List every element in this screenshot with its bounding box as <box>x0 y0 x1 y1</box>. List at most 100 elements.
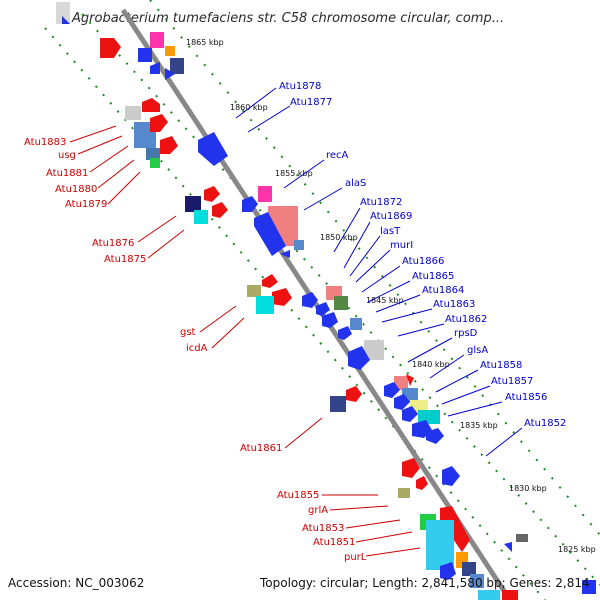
gene-block <box>350 318 362 330</box>
gene-label[interactable]: Atu1883 <box>24 137 66 148</box>
gene-label[interactable]: Atu1858 <box>480 360 522 371</box>
gene-label[interactable]: Atu1878 <box>279 81 321 92</box>
leader-line <box>235 87 277 119</box>
leader-line <box>333 207 361 253</box>
gene-label[interactable]: Atu1865 <box>412 271 454 282</box>
gene-label[interactable]: Atu1856 <box>505 392 547 403</box>
gene-label[interactable]: Atu1863 <box>433 299 475 310</box>
gene-arrow <box>442 466 460 486</box>
leader-line <box>429 354 465 379</box>
gene-label[interactable]: Atu1881 <box>46 168 88 179</box>
reverse-strand-labels: Atu1878 Atu1877 recA alaS Atu1872 Atu186… <box>279 81 566 429</box>
gene-arrow <box>394 394 410 410</box>
gene-label[interactable]: purL <box>344 552 367 563</box>
gene-label[interactable]: Atu1869 <box>370 211 412 222</box>
gene-arrow <box>204 186 220 202</box>
gene-block <box>418 410 440 424</box>
leader-line <box>97 159 135 189</box>
map-footer: Accession: NC_003062 Topology: circular;… <box>8 576 590 590</box>
tick-label: 1840 kbp <box>412 360 450 369</box>
gene-block <box>150 32 164 48</box>
gene-label[interactable]: icdA <box>186 343 208 354</box>
tick-label: 1845 kbp <box>366 296 404 305</box>
gene-block <box>582 580 596 594</box>
tick-label: 1825 kbp <box>558 545 596 554</box>
leader-line <box>343 221 371 269</box>
gene-arrow <box>440 562 456 580</box>
leader-line <box>329 505 389 511</box>
gene-block <box>194 210 208 224</box>
gene-label[interactable]: Atu1855 <box>277 490 319 501</box>
gene-label[interactable]: Atu1875 <box>104 254 146 265</box>
gene-label[interactable]: Atu1861 <box>240 443 282 454</box>
tick-label: 1860 kbp <box>230 103 268 112</box>
gene-arrow <box>150 114 168 132</box>
gene-arrow <box>416 476 428 490</box>
gene-arrow <box>402 406 418 422</box>
gene-label[interactable]: Atu1864 <box>422 285 464 296</box>
gene-label[interactable]: Atu1851 <box>313 537 355 548</box>
gene-block <box>170 58 184 74</box>
leader-line <box>355 531 413 543</box>
leader-line <box>361 265 401 293</box>
gene-label[interactable]: Atu1880 <box>55 184 97 195</box>
gene-arrow <box>302 292 318 308</box>
gene-block <box>462 562 476 576</box>
gene-arrow <box>280 250 290 258</box>
gene-label[interactable]: alaS <box>345 178 366 189</box>
gene-label[interactable]: Atu1872 <box>360 197 402 208</box>
gene-label[interactable]: Atu1852 <box>524 418 566 429</box>
gene-block <box>256 296 274 314</box>
tick-label: 1830 kbp <box>509 484 547 493</box>
gene-label[interactable]: Atu1876 <box>92 238 134 249</box>
gene-arrow <box>142 98 160 112</box>
leader-line <box>365 547 421 557</box>
gene-block <box>258 186 272 202</box>
leader-line <box>355 249 391 283</box>
gene-block <box>470 574 484 588</box>
gene-block <box>330 396 346 412</box>
gene-label[interactable]: Atu1877 <box>290 97 332 108</box>
gene-label[interactable]: Atu1853 <box>302 523 344 534</box>
gene-arrow <box>322 312 338 328</box>
gene-label[interactable]: glsA <box>467 345 488 356</box>
gene-arrow <box>504 542 512 552</box>
leader-line <box>147 229 185 259</box>
gene-label[interactable]: Atu1879 <box>65 199 107 210</box>
gene-label[interactable]: recA <box>326 150 349 161</box>
leader-line <box>381 308 433 323</box>
chromosome-backbone <box>120 8 513 600</box>
leader-line <box>441 385 491 405</box>
gene-label[interactable]: rpsD <box>454 328 478 339</box>
feature-block <box>56 2 70 24</box>
gene-block <box>294 240 304 250</box>
gene-label[interactable]: murI <box>390 240 413 251</box>
gene-label[interactable]: usg <box>58 150 76 161</box>
gene-label[interactable]: Atu1866 <box>402 256 444 267</box>
gene-arrow <box>316 302 330 316</box>
leader-line <box>485 427 523 457</box>
gene-block <box>247 285 261 297</box>
accession-text: Accession: NC_003062 <box>8 576 144 590</box>
leader-line <box>367 280 411 303</box>
gene-block <box>478 590 500 600</box>
tick-label: 1835 kbp <box>460 421 498 430</box>
gene-arrow <box>212 202 228 218</box>
gene-label[interactable]: gst <box>180 327 196 338</box>
tick-label: 1855 kbp <box>275 169 313 178</box>
gene-label[interactable]: grlA <box>308 505 328 516</box>
gene-label[interactable]: Atu1862 <box>445 314 487 325</box>
leader-line <box>247 105 291 133</box>
gene-label[interactable]: lasT <box>380 226 401 237</box>
topology-text: Topology: circular; Length: 2,841,580 bp… <box>259 576 590 590</box>
leader-line <box>303 187 343 211</box>
leader-line <box>349 235 381 277</box>
leader-line <box>137 215 177 243</box>
gene-arrow <box>100 38 121 58</box>
gene-label[interactable]: Atu1857 <box>491 376 533 387</box>
gene-block <box>165 46 175 56</box>
gene-arrow <box>406 374 414 386</box>
gene-arrow <box>384 382 400 398</box>
gene-block <box>125 106 141 120</box>
feature-arrow <box>62 16 70 24</box>
